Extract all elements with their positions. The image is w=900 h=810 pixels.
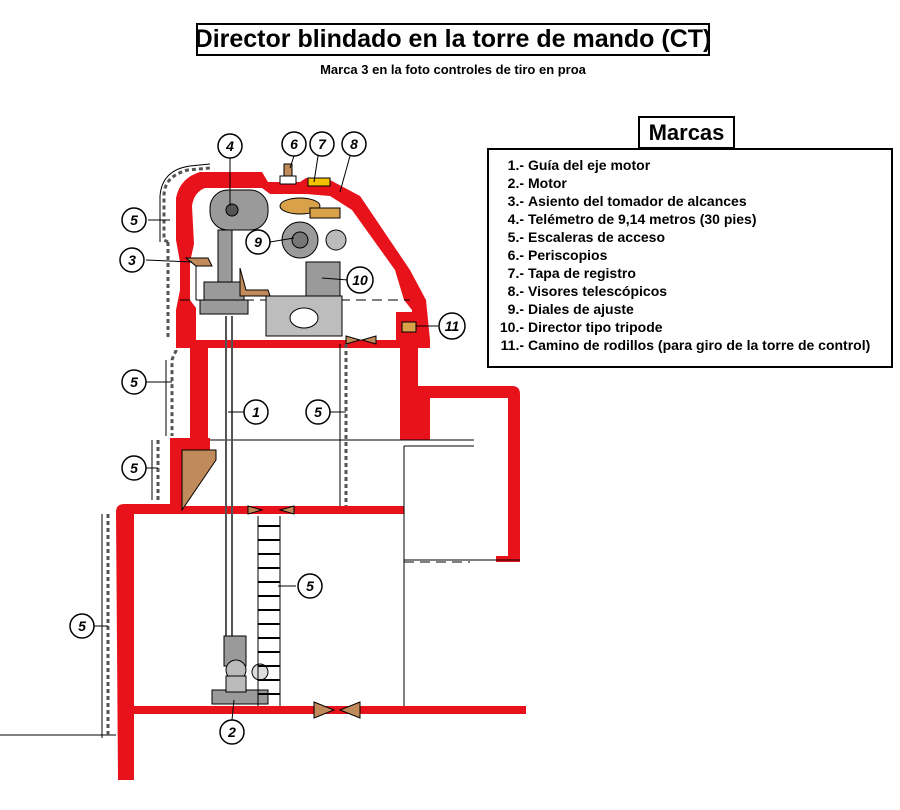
callout-5a: 5	[121, 207, 147, 233]
callout-8: 8	[341, 131, 367, 157]
callout-5b: 5	[121, 369, 147, 395]
roller-track-housing	[396, 312, 414, 340]
legend-list: 1.-Guía del eje motor 2.-Motor 3.-Asient…	[489, 156, 891, 354]
callout-11: 11	[438, 312, 466, 340]
svg-text:5: 5	[78, 618, 86, 634]
svg-text:7: 7	[318, 136, 327, 152]
legend-item: 5.-Escaleras de acceso	[507, 229, 665, 245]
telescopic-sight	[279, 197, 341, 219]
callout-leaders	[94, 155, 438, 721]
svg-text:9: 9	[254, 234, 262, 250]
callout-5f: 5	[69, 613, 95, 639]
valve-markers	[247, 335, 377, 719]
svg-text:8: 8	[350, 136, 358, 152]
rangefinder	[199, 189, 269, 315]
svg-text:11: 11	[445, 318, 460, 334]
legend-item: 9.-Diales de ajuste	[507, 301, 634, 317]
callout-5d: 5	[121, 455, 147, 481]
inner-ladder	[257, 516, 281, 706]
callout-6: 6	[281, 131, 307, 157]
callout-1: 1	[243, 399, 269, 425]
svg-text:1: 1	[252, 404, 260, 420]
legend-item: 11.-Camino de rodillos (para giro de la …	[500, 337, 871, 353]
legend-item: 7.-Tapa de registro	[507, 265, 636, 281]
callout-9: 9	[245, 229, 271, 255]
support-bracket	[181, 449, 217, 512]
rangetaker-seat	[184, 257, 271, 300]
motor	[211, 635, 269, 705]
svg-text:5: 5	[306, 578, 314, 594]
legend-item: 2.-Motor	[507, 175, 567, 191]
motor-shaft-guide	[225, 316, 233, 640]
svg-text:10: 10	[352, 272, 368, 288]
svg-text:6: 6	[290, 136, 298, 152]
callout-2: 2	[219, 719, 245, 745]
callout-10: 10	[346, 266, 374, 294]
deck-lines	[0, 439, 520, 736]
legend-item: 8.-Visores telescópicos	[507, 283, 668, 299]
svg-text:5: 5	[130, 374, 138, 390]
tower-armor-walls	[116, 340, 526, 780]
diagram-title-box: Director blindado en la torre de mando (…	[194, 23, 712, 56]
director-tripod	[265, 221, 347, 337]
legend-title: Marcas	[638, 116, 735, 149]
callout-labels: 4 6 7 8 5 3 9 10 11 5 1 5 5 5 5 2	[69, 131, 466, 745]
diagram-subtitle: Marca 3 en la foto controles de tiro en …	[320, 62, 586, 77]
svg-text:5: 5	[130, 460, 138, 476]
legend-item: 6.-Periscopios	[507, 247, 608, 263]
legend-item: 1.-Guía del eje motor	[507, 157, 651, 173]
svg-text:2: 2	[227, 724, 236, 740]
roller-track	[401, 321, 417, 333]
callout-5c: 5	[305, 399, 331, 425]
legend-item: 4.-Telémetro de 9,14 metros (30 pies)	[507, 211, 757, 227]
svg-text:5: 5	[314, 404, 322, 420]
legend-item: 10.-Director tipo tripode	[499, 319, 663, 335]
svg-text:5: 5	[130, 212, 138, 228]
periscope	[279, 163, 297, 185]
legend-item: 3.-Asiento del tomador de alcances	[507, 193, 747, 209]
callout-7: 7	[309, 131, 335, 157]
callout-4: 4	[217, 133, 243, 159]
svg-text:3: 3	[128, 252, 136, 268]
svg-text:4: 4	[225, 138, 234, 154]
access-hatch	[307, 177, 331, 187]
diagram-title: Director blindado en la torre de mando (…	[194, 25, 712, 53]
hood-shell	[176, 172, 430, 340]
callout-5e: 5	[297, 573, 323, 599]
legend-box: 1.-Guía del eje motor 2.-Motor 3.-Asient…	[487, 148, 893, 368]
armored-hood	[176, 172, 430, 340]
callout-3: 3	[119, 247, 145, 273]
access-ladders	[101, 163, 348, 738]
